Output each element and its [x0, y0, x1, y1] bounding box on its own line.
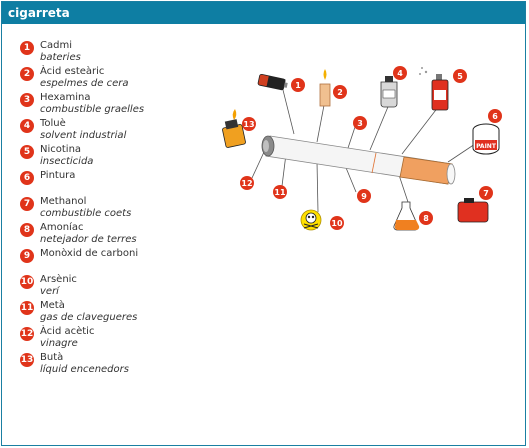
number-badge: 4	[20, 119, 34, 133]
substance-use: combustible graelles	[40, 104, 145, 115]
marker-2: 2	[333, 85, 347, 99]
substance-use: gas de clavegueres	[40, 312, 138, 323]
spray-can-icon	[419, 67, 449, 111]
marker-6: 6	[488, 109, 502, 123]
substance-name: Àcid acètic	[40, 326, 95, 337]
marker-7: 7	[479, 186, 493, 200]
substance-use: solvent industrial	[40, 130, 127, 141]
substance-name: Hexamina	[40, 92, 91, 103]
svg-text:3: 3	[357, 119, 363, 128]
number-badge: 8	[20, 223, 34, 237]
candle-icon	[319, 69, 331, 107]
marker-1: 1	[291, 78, 305, 92]
svg-text:4: 4	[397, 69, 403, 78]
substance-name: Cadmi	[40, 40, 72, 51]
svg-text:1: 1	[295, 81, 301, 90]
number-badge: 7	[20, 197, 34, 211]
svg-text:8: 8	[423, 214, 429, 223]
substance-use: líquid encenedors	[40, 364, 129, 375]
number-markers: 1 2 3 4 5 6 7 8 9 10 11 12 13	[240, 66, 502, 230]
substance-name: Amoníac	[40, 222, 84, 233]
svg-text:10: 10	[331, 219, 343, 228]
panel-title: cigarreta	[2, 2, 525, 24]
filter-end	[446, 163, 456, 185]
number-badge: 2	[20, 67, 34, 81]
flask-icon	[393, 201, 420, 231]
marker-3: 3	[353, 116, 367, 130]
substance-use: netejador de terres	[40, 234, 137, 245]
skull-icon	[300, 209, 322, 231]
svg-text:11: 11	[274, 188, 286, 197]
number-badge: 11	[20, 301, 34, 315]
number-badge: 1	[20, 41, 34, 55]
substance-name: Methanol	[40, 196, 87, 207]
number-badge: 5	[20, 145, 34, 159]
substance-use: espelmes de cera	[40, 78, 129, 89]
marker-8: 8	[419, 211, 433, 225]
number-badge: 10	[20, 275, 34, 289]
svg-text:13: 13	[243, 120, 254, 129]
substance-name: Arsènic	[40, 274, 77, 285]
marker-10: 10	[330, 216, 344, 230]
substance-use: vinagre	[40, 338, 78, 349]
paint-label: PAINT	[476, 143, 497, 150]
substance-use: combustible coets	[40, 208, 132, 219]
substance-name: Pintura	[40, 170, 76, 181]
leader-lines	[251, 85, 479, 213]
paint-can-icon: PAINT	[472, 123, 500, 155]
cigarette-filter	[399, 156, 453, 185]
number-badge: 3	[20, 93, 34, 107]
svg-text:7: 7	[483, 189, 489, 198]
bottle-icon	[380, 76, 398, 108]
svg-text:9: 9	[361, 192, 367, 201]
ash-tip	[263, 140, 269, 152]
svg-text:2: 2	[337, 88, 343, 97]
battery-icon	[257, 73, 288, 91]
number-badge: 13	[20, 353, 34, 367]
fuel-can-icon	[457, 198, 489, 223]
svg-text:5: 5	[457, 72, 463, 81]
number-badge: 12	[20, 327, 34, 341]
substance-name: Àcid esteàric	[40, 66, 105, 77]
substance-name: Toluè	[40, 118, 66, 129]
marker-11: 11	[273, 185, 287, 199]
substance-name: Nicotina	[40, 144, 82, 155]
substance-name: Metà	[40, 300, 65, 311]
cigarette	[261, 135, 456, 185]
filter-band	[371, 152, 377, 174]
lighter-icon	[222, 109, 246, 148]
marker-9: 9	[357, 189, 371, 203]
number-badge: 9	[20, 249, 34, 263]
marker-4: 4	[393, 66, 407, 80]
substance-name: Butà	[40, 352, 64, 363]
substance-use: verí	[40, 286, 59, 297]
marker-13: 13	[242, 117, 256, 131]
svg-text:6: 6	[492, 112, 498, 121]
substance-use: bateries	[40, 52, 81, 63]
substance-name: Monòxid de carboni	[40, 248, 139, 259]
marker-12: 12	[240, 176, 254, 190]
substance-use: insecticida	[40, 156, 94, 167]
number-badge: 6	[20, 171, 34, 185]
marker-5: 5	[453, 69, 467, 83]
svg-text:12: 12	[241, 179, 252, 188]
